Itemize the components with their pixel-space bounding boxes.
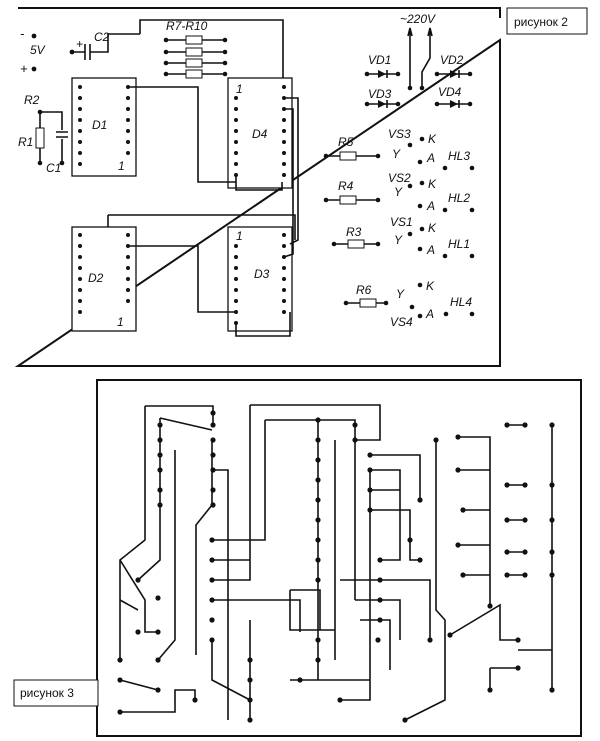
vs3-y-label: Y bbox=[392, 147, 401, 161]
figure-3-caption-box bbox=[13, 679, 99, 707]
chip-d1-pin1: 1 bbox=[118, 159, 125, 173]
r3-label: R3 bbox=[346, 225, 362, 239]
chip-d1 bbox=[71, 77, 137, 177]
chip-d4-pins bbox=[234, 85, 286, 177]
chip-d3-pins bbox=[234, 233, 286, 325]
chip-d2-label: D2 bbox=[88, 271, 104, 285]
plus-label: + bbox=[20, 61, 28, 76]
minus-label: - bbox=[20, 26, 25, 41]
hl1-label: HL1 bbox=[448, 237, 470, 251]
vd4-label: VD4 bbox=[438, 85, 462, 99]
figure-3: рисунок 3 bbox=[13, 379, 582, 737]
vs2-y-label: Y bbox=[394, 185, 403, 199]
chip-d2 bbox=[71, 226, 137, 332]
plus-pad bbox=[31, 66, 37, 72]
chip-d2-pin1: 1 bbox=[117, 315, 124, 329]
r7-r10-label: R7-R10 bbox=[166, 19, 208, 33]
vs2-a-label: A bbox=[426, 199, 435, 213]
figure-2: рисунок 2 - 5V + C2 + R7-R10 R2 R1 bbox=[14, 7, 588, 367]
minus-pad bbox=[31, 33, 37, 39]
vs1-a-label: A bbox=[426, 243, 435, 257]
chip-d3-pin1: 1 bbox=[236, 229, 243, 243]
r6-label: R6 bbox=[356, 283, 372, 297]
vd3-label: VD3 bbox=[368, 87, 392, 101]
r1-body bbox=[35, 127, 45, 149]
vs1-label: VS1 bbox=[390, 215, 413, 229]
figure-3-frame bbox=[96, 379, 582, 737]
hl4-label: HL4 bbox=[450, 295, 472, 309]
chip-d4-label: D4 bbox=[252, 127, 268, 141]
figure-2-caption-box bbox=[506, 7, 588, 35]
c2-label: C2 bbox=[94, 30, 110, 44]
vs4-a-label: A bbox=[425, 307, 434, 321]
vs1-k-label: K bbox=[428, 221, 437, 235]
figure-2-frame bbox=[14, 7, 501, 367]
diodes bbox=[364, 70, 473, 108]
resistor-bank bbox=[163, 35, 228, 79]
chip-d4-pin1: 1 bbox=[236, 82, 243, 96]
r2-label: R2 bbox=[24, 93, 40, 107]
copper-tracks bbox=[119, 404, 553, 721]
vd2-label: VD2 bbox=[440, 53, 464, 67]
r5-label: R5 bbox=[338, 135, 354, 149]
vs2-k-label: K bbox=[428, 177, 437, 191]
ac-220v-label: ~220V bbox=[400, 12, 436, 26]
r1-label: R1 bbox=[18, 135, 33, 149]
chip-d4 bbox=[227, 77, 293, 189]
vd1-label: VD1 bbox=[368, 53, 391, 67]
r4-label: R4 bbox=[338, 179, 354, 193]
vs4-k-label: K bbox=[426, 279, 435, 293]
vs3-a-label: A bbox=[426, 151, 435, 165]
c1-label: C1 bbox=[46, 161, 61, 175]
solder-pads bbox=[117, 410, 555, 723]
vs3-k-label: K bbox=[428, 132, 437, 146]
chip-d3-label: D3 bbox=[254, 267, 270, 281]
vs4-y-label: Y bbox=[396, 287, 405, 301]
figure-3-caption: рисунок 3 bbox=[20, 686, 74, 700]
vs2-label: VS2 bbox=[388, 171, 411, 185]
chip-d3 bbox=[227, 226, 293, 332]
c2-leads bbox=[72, 33, 140, 60]
hl2-label: HL2 bbox=[448, 191, 470, 205]
vs3-label: VS3 bbox=[388, 127, 411, 141]
5v-label: 5V bbox=[30, 43, 46, 57]
chip-d2-pins bbox=[78, 233, 130, 314]
hl3-label: HL3 bbox=[448, 149, 470, 163]
chip-d1-label: D1 bbox=[92, 118, 107, 132]
c2-plus-label: + bbox=[76, 37, 83, 51]
vs4-label: VS4 bbox=[390, 315, 413, 329]
jumper-wires bbox=[107, 86, 299, 337]
vs1-y-label: Y bbox=[394, 233, 403, 247]
figure-2-caption: рисунок 2 bbox=[514, 15, 568, 29]
